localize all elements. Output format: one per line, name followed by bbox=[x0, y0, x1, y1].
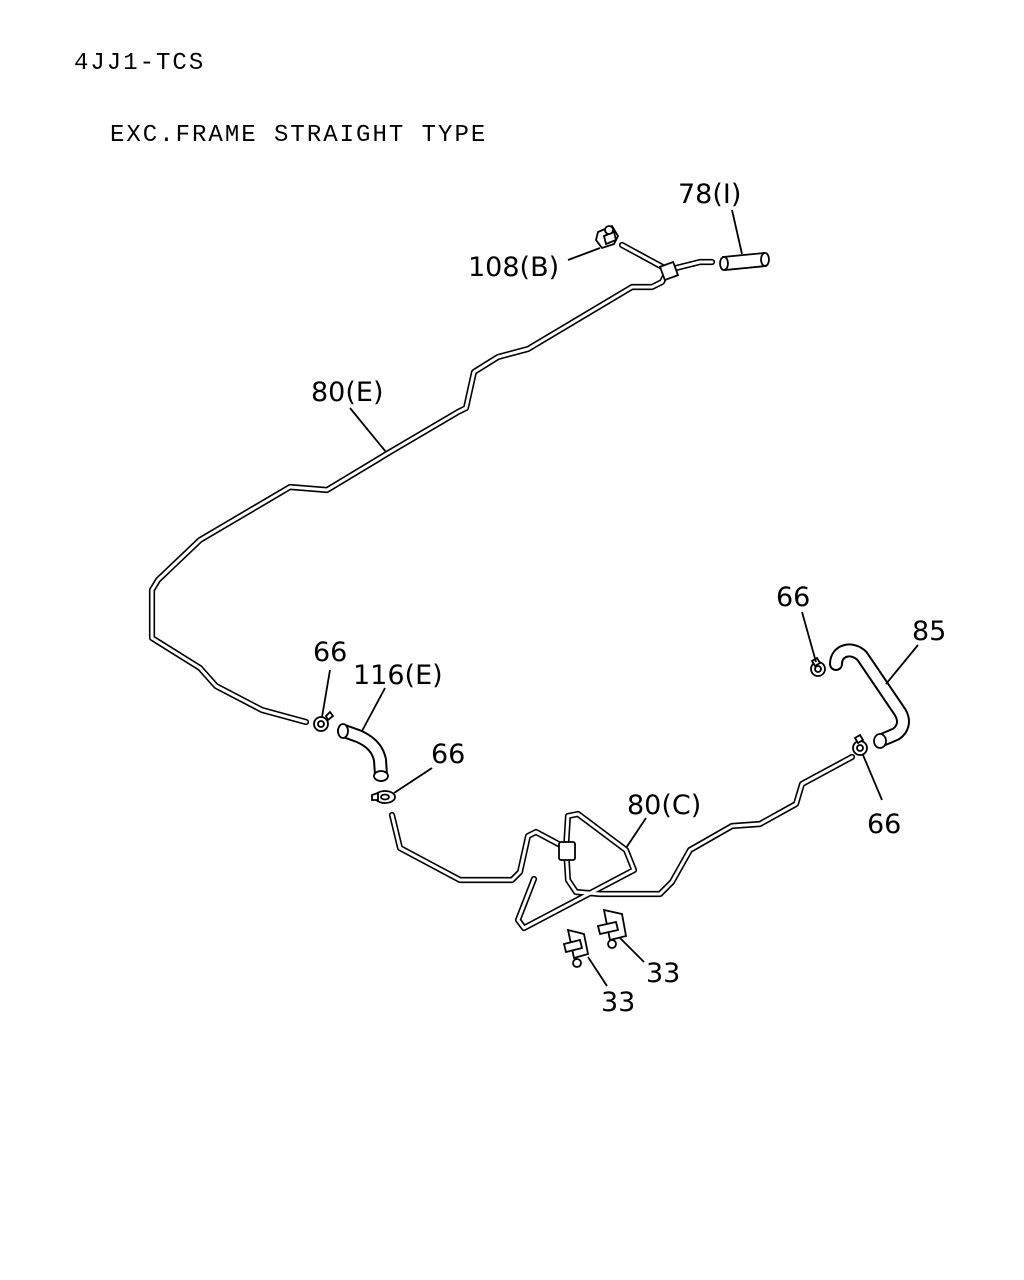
callout-116e: 116(E) bbox=[353, 660, 443, 691]
variant-note: EXC.FRAME STRAIGHT TYPE bbox=[110, 122, 488, 149]
hose-85[interactable] bbox=[829, 643, 910, 749]
callout-85: 85 bbox=[912, 616, 946, 647]
drawing-header: 4JJ1-TCS EXC.FRAME STRAIGHT TYPE bbox=[74, 4, 487, 172]
callout-66-middle: 66 bbox=[431, 739, 465, 770]
model-code: 4JJ1-TCS bbox=[74, 50, 206, 77]
callout-108b: 108(B) bbox=[468, 252, 559, 283]
callout-80e: 80(E) bbox=[311, 377, 383, 408]
callout-80c: 80(C) bbox=[627, 790, 701, 821]
clamp-66-right-lower[interactable] bbox=[852, 733, 868, 756]
pipe-80c[interactable] bbox=[388, 753, 856, 932]
pipe-80e[interactable] bbox=[148, 241, 716, 726]
callout-78i: 78(I) bbox=[678, 179, 741, 210]
hose-116e[interactable] bbox=[337, 723, 389, 782]
leader-lines bbox=[321, 209, 919, 987]
clamp-66-left[interactable] bbox=[313, 710, 335, 732]
clamp-66-right-upper[interactable] bbox=[810, 656, 826, 677]
callout-33-left: 33 bbox=[601, 987, 635, 1018]
callout-33-right: 33 bbox=[646, 958, 680, 989]
pipe-union bbox=[558, 841, 576, 861]
callout-66-right-lower: 66 bbox=[867, 809, 901, 840]
clip-33-right[interactable] bbox=[596, 908, 628, 949]
callout-66-right-upper: 66 bbox=[776, 582, 810, 613]
clip-33-left[interactable] bbox=[562, 928, 590, 968]
clip-108b[interactable] bbox=[595, 224, 620, 250]
callout-66-left: 66 bbox=[313, 637, 347, 668]
pipe-joint bbox=[658, 260, 680, 282]
hose-78i[interactable] bbox=[719, 252, 770, 271]
clamp-66-middle[interactable] bbox=[371, 790, 396, 804]
